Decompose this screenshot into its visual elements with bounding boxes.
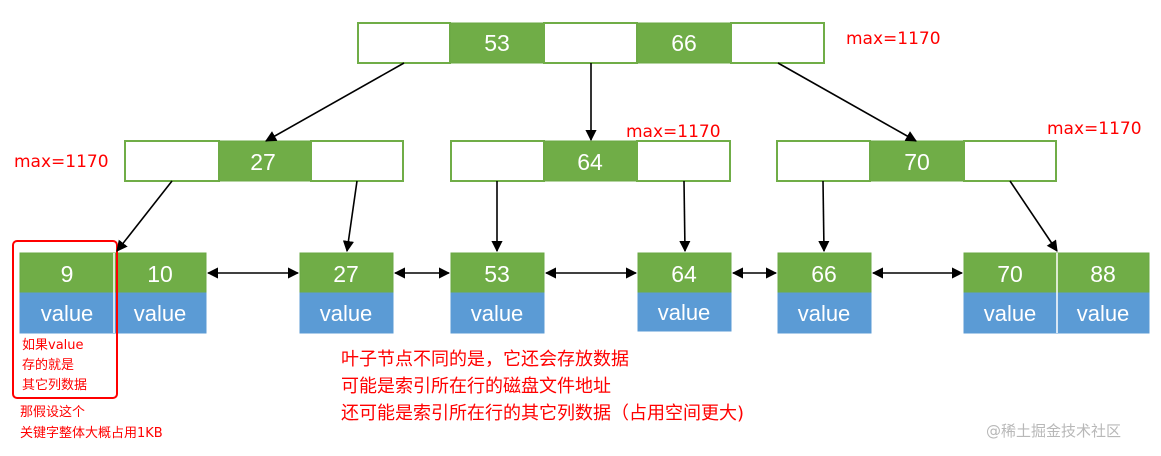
internal-key-label: 64 — [577, 149, 603, 175]
leaf-value-cell — [113, 292, 207, 334]
internal-key-cell — [218, 140, 312, 182]
root-key-cell — [449, 22, 545, 64]
leaf-value-cell — [19, 292, 115, 334]
note-line: 如果value — [22, 338, 84, 353]
leaf-key-label: 10 — [147, 261, 173, 287]
leaf-value-note: 如果value 存的就是 其它列数据 — [22, 336, 87, 396]
leaf-node: 66 value — [777, 252, 872, 334]
root-pointer-slot — [730, 22, 825, 64]
key-size-note: 那假设这个 关键字整体大概占用1KB — [20, 402, 163, 444]
leaf-value-cell — [299, 292, 394, 334]
leaf-key-cell — [777, 252, 872, 294]
internal-to-leaf-arrow — [116, 180, 173, 252]
root-node: 53 66 — [357, 22, 825, 64]
leaf-value-label: value — [320, 301, 373, 326]
leaf-key-label: 9 — [61, 261, 74, 287]
internal-to-leaf-arrow — [1009, 180, 1058, 252]
internal-pointer-slot — [450, 140, 545, 182]
root-max-label: max=1170 — [846, 29, 941, 49]
watermark: @稀土掘金技术社区 — [986, 422, 1122, 440]
internal-to-leaf-arrow — [342, 180, 358, 253]
leaf-value-label: value — [798, 301, 851, 326]
internal-node: 70 — [776, 140, 1057, 182]
internal-max-label: max=1170 — [626, 122, 721, 142]
leaf-key-cell — [450, 252, 545, 294]
leaf-data-explanation: 叶子节点不同的是，它还会存放数据 可能是索引所在行的磁盘文件地址 还可能是索引所… — [341, 346, 744, 427]
leaf-node: 70 88 value value — [963, 252, 1150, 334]
internal-pointer-slot — [636, 140, 731, 182]
leaf-value-label: value — [658, 300, 711, 325]
internal-max-label: max=1170 — [1047, 119, 1142, 139]
leaf-value-label: value — [41, 301, 94, 326]
internal-pointer-slot — [310, 140, 404, 182]
leaf-key-label: 66 — [811, 261, 837, 287]
internal-key-cell — [543, 140, 638, 182]
leaf-key-cell — [637, 252, 732, 294]
leaf-node: 27 value — [299, 252, 394, 334]
internal-to-leaf-arrow — [818, 180, 830, 253]
leaf-key-label: 70 — [997, 261, 1023, 287]
leaf-value-cell — [637, 292, 732, 332]
internal-max-label: max=1170 — [14, 152, 109, 172]
leaf-value-label: value — [471, 301, 524, 326]
note-line: 那假设这个 — [20, 405, 86, 420]
root-pointer-slot — [543, 22, 638, 64]
root-to-internal-arrow — [777, 62, 917, 142]
leaf-key-label: 27 — [333, 261, 359, 287]
leaf-key-label: 53 — [484, 261, 510, 287]
internal-key-label: 70 — [904, 149, 930, 175]
internal-node: 27 — [124, 140, 404, 182]
note-line: 叶子节点不同的是，它还会存放数据 — [341, 349, 629, 370]
root-to-internal-arrow — [265, 62, 405, 142]
leaf-value-label: value — [134, 301, 187, 326]
leaf-highlight-box — [12, 240, 118, 399]
internal-node: 64 — [450, 140, 731, 182]
root-pointer-slot — [357, 22, 451, 64]
internal-pointer-slot — [963, 140, 1057, 182]
leaf-key-cell — [113, 252, 207, 294]
leaf-value-label: value — [984, 301, 1037, 326]
internal-pointer-slot — [124, 140, 220, 182]
internal-pointer-slot — [776, 140, 871, 182]
leaf-key-cell — [19, 252, 115, 294]
note-line: 可能是索引所在行的磁盘文件地址 — [341, 376, 611, 397]
leaf-key-cell — [299, 252, 394, 294]
leaf-key-label: 64 — [671, 261, 697, 287]
leaf-value-cell — [1056, 292, 1150, 334]
internal-to-leaf-arrow — [679, 180, 691, 253]
note-line: 关键字整体大概占用1KB — [20, 426, 163, 441]
root-key-label: 66 — [671, 30, 697, 56]
note-line: 其它列数据 — [22, 378, 88, 393]
internal-key-label: 27 — [250, 149, 276, 175]
leaf-value-cell — [777, 292, 872, 334]
leaf-node: 64 value — [637, 252, 732, 332]
leaf-node: 53 value — [450, 252, 545, 334]
root-key-label: 53 — [484, 30, 510, 56]
leaf-node: 9 10 value value — [19, 252, 207, 334]
note-line: 存的就是 — [22, 358, 75, 373]
leaf-key-label: 88 — [1090, 261, 1116, 287]
leaf-value-cell — [450, 292, 545, 334]
note-line: 还可能是索引所在行的其它列数据（占用空间更大) — [341, 403, 745, 424]
leaf-value-label: value — [1077, 301, 1130, 326]
